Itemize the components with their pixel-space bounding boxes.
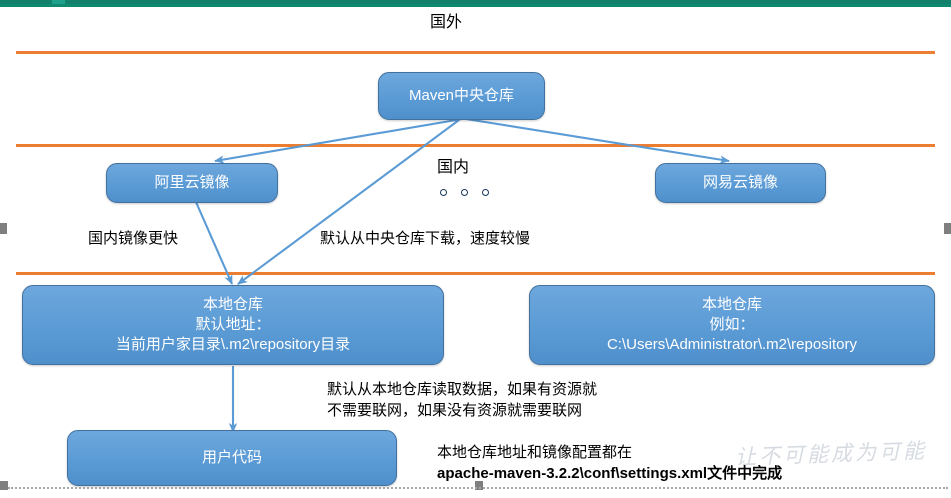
annotation-settings-line-1: 本地仓库地址和镜像配置都在 bbox=[437, 444, 633, 461]
node-local-repo-example[interactable]: 本地仓库 例如： C:\Users\Administrator\.m2\repo… bbox=[529, 285, 935, 365]
node-user-code-line-1: 用户代码 bbox=[201, 449, 262, 466]
node-local-repo-example-line-2: 例如： bbox=[709, 316, 755, 333]
divider-rule-middle bbox=[16, 144, 935, 147]
node-local-repo-example-line-1: 本地仓库 bbox=[701, 296, 762, 313]
node-local-repo-default-line-1: 本地仓库 bbox=[202, 296, 263, 313]
arrow-central-to-aliyun bbox=[214, 117, 463, 164]
node-local-repo-default[interactable]: 本地仓库 默认地址： 当前用户家目录\.m2\repository目录 bbox=[22, 285, 444, 365]
bottom-dotted-boundary bbox=[8, 487, 948, 489]
node-local-repo-default-line-3: 当前用户家目录\.m2\repository目录 bbox=[115, 336, 351, 353]
divider-rule-bottom bbox=[16, 272, 935, 275]
divider-rule-top bbox=[16, 51, 935, 54]
selection-handle-right[interactable] bbox=[944, 223, 951, 234]
annotation-mirror-faster: 国内镜像更快 bbox=[88, 230, 179, 247]
region-label-domestic: 国内 bbox=[437, 159, 470, 176]
top-accent-band-inner bbox=[0, 4, 951, 7]
node-netease-mirror-line-1: 网易云镜像 bbox=[702, 174, 778, 191]
ellipsis-dot bbox=[461, 189, 468, 196]
annotation-default-from-central: 默认从中央仓库下载，速度较慢 bbox=[320, 230, 531, 247]
region-label-overseas: 国外 bbox=[430, 14, 463, 31]
selection-handle-bottom-left[interactable] bbox=[0, 481, 8, 490]
top-accent-band bbox=[0, 0, 951, 7]
node-netease-mirror[interactable]: 网易云镜像 bbox=[655, 163, 826, 203]
ellipsis-dot bbox=[482, 189, 489, 196]
node-local-repo-default-line-2: 默认地址： bbox=[195, 316, 271, 333]
node-local-repo-example-line-3: C:\Users\Administrator\.m2\repository bbox=[606, 336, 858, 353]
annotation-settings-line-2: apache-maven-3.2.2\conf\settings.xml文件中完… bbox=[437, 465, 783, 482]
node-aliyun-mirror-line-1: 阿里云镜像 bbox=[154, 174, 230, 191]
annotation-read-local-line-2: 不需要联网，如果没有资源就需要联网 bbox=[327, 402, 583, 419]
node-aliyun-mirror[interactable]: 阿里云镜像 bbox=[106, 163, 278, 203]
annotation-read-local-line-1: 默认从本地仓库读取数据，如果有资源就 bbox=[327, 381, 598, 398]
arrow-central-to-netease bbox=[465, 117, 730, 164]
watermark-text: 让不可能成为可能 bbox=[734, 438, 928, 470]
node-maven-central-line-1: Maven中央仓库 bbox=[408, 87, 515, 104]
node-user-code[interactable]: 用户代码 bbox=[67, 430, 397, 486]
node-maven-central[interactable]: Maven中央仓库 bbox=[378, 72, 545, 120]
ellipsis-dots bbox=[440, 189, 489, 196]
selection-handle-bottom-center[interactable] bbox=[475, 481, 483, 490]
top-accent-band-tick bbox=[52, 0, 65, 4]
ellipsis-dot bbox=[440, 189, 447, 196]
selection-handle-left[interactable] bbox=[0, 223, 7, 234]
